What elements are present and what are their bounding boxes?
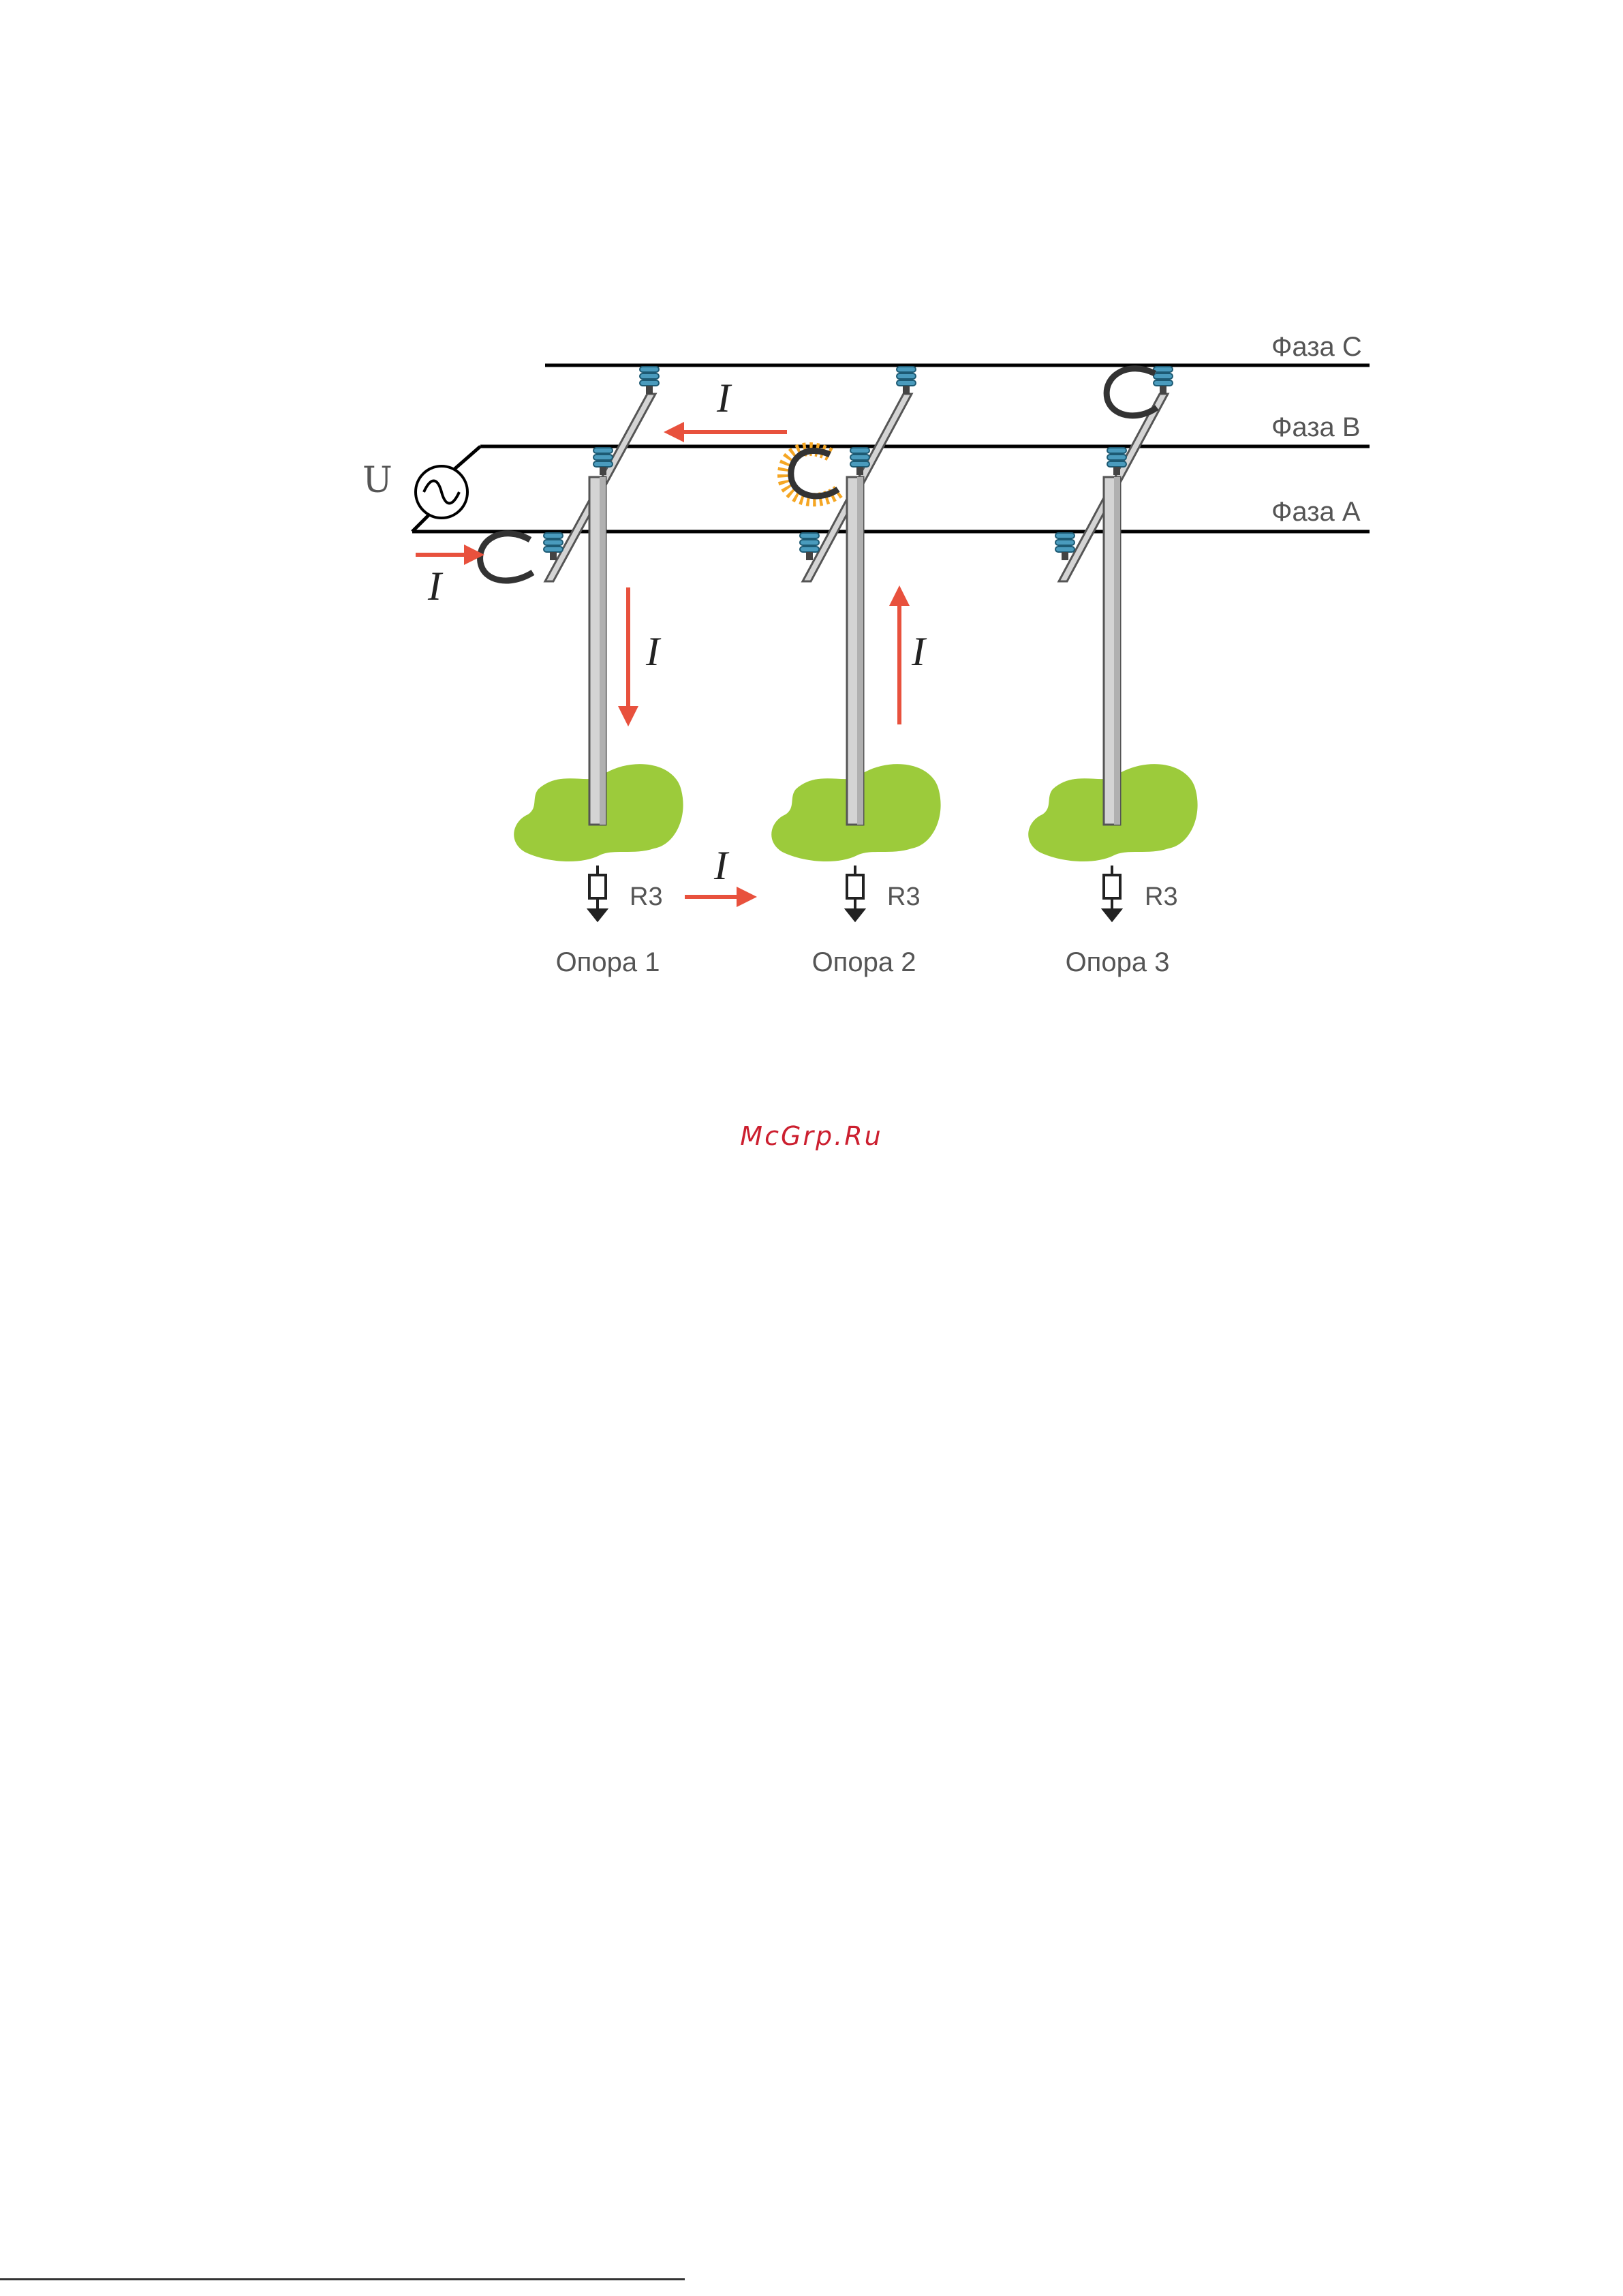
- pole-1-ground-icon: [589, 910, 606, 920]
- pole-3-resistor: [1104, 875, 1120, 898]
- footer-rule: [0, 2278, 685, 2280]
- pole-1: [544, 367, 659, 825]
- current-label-in: I: [427, 564, 444, 609]
- source-wire-upper: [453, 446, 480, 470]
- pole-3-broken-wire-arc: [1107, 369, 1157, 416]
- pole-2-ground: [847, 866, 863, 920]
- pole-1-label: Опора 1: [556, 947, 660, 977]
- phase-label-c: Фаза C: [1271, 332, 1362, 362]
- pole-1-resistor-label: R3: [630, 883, 663, 911]
- current-label-ground: I: [713, 843, 730, 888]
- pole-3-label: Опора 3: [1066, 947, 1170, 977]
- pole-2-ground-icon: [847, 910, 863, 920]
- pole-1-ground: [589, 866, 606, 920]
- phase-wires: [412, 365, 1370, 532]
- pole-1-insulator-c: [640, 367, 659, 394]
- pole-2-resistor: [847, 875, 863, 898]
- pole-2-resistor-label: R3: [887, 883, 921, 911]
- ac-source: U: [362, 460, 467, 518]
- pole-2-post-shadow: [857, 477, 863, 825]
- current-label-phase-b: I: [716, 376, 732, 420]
- pole-1-post-shadow: [600, 477, 606, 825]
- pole-1-resistor: [589, 875, 606, 898]
- pole-3-ground-icon: [1104, 910, 1120, 920]
- pole-1-broken-wire-arc: [480, 534, 533, 581]
- watermark: McGrp.Ru: [0, 1121, 1623, 1151]
- current-label-pole-2: I: [911, 629, 927, 674]
- pole-2-label: Опора 2: [812, 947, 916, 977]
- poles: [544, 367, 1173, 825]
- pole-2-broken-wire-arc: [791, 450, 838, 495]
- phase-labels: Фаза C Фаза B Фаза A: [1271, 332, 1362, 527]
- grounding: [589, 866, 1120, 920]
- pole-labels: Опора 1 Опора 2 Опора 3: [556, 947, 1170, 977]
- source-label: U: [362, 460, 392, 501]
- pole-3-resistor-label: R3: [1145, 883, 1178, 911]
- phase-label-b: Фаза B: [1271, 412, 1361, 442]
- pole-2-insulator-c: [897, 367, 916, 394]
- pole-3-post-shadow: [1114, 477, 1120, 825]
- pole-3-insulator-c: [1154, 367, 1173, 394]
- pole-3-ground: [1104, 866, 1120, 920]
- pole-3: [1055, 367, 1173, 825]
- current-label-pole-1: I: [645, 629, 662, 674]
- phase-label-a: Фаза A: [1271, 497, 1361, 527]
